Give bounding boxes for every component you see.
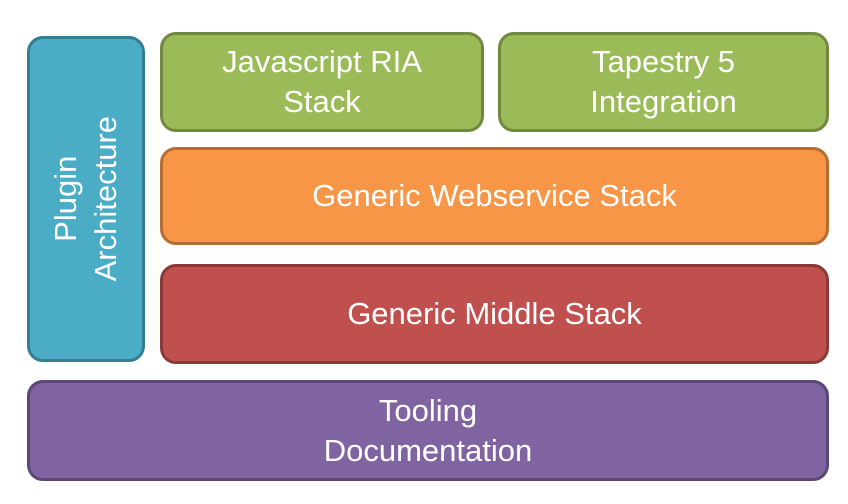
generic-webservice-stack-line-1: Generic Webservice Stack <box>312 178 677 214</box>
tooling-documentation-line-2: Documentation <box>323 432 533 468</box>
generic-middle-stack-label: Generic Middle Stack <box>347 294 642 334</box>
plugin-architecture-block: Plugin Architecture <box>27 36 145 362</box>
javascript-ria-stack-label: Javascript RIA Stack <box>222 42 422 121</box>
javascript-ria-stack-line-2: Stack <box>283 84 361 119</box>
plugin-architecture-line-1: Plugin <box>48 155 84 243</box>
javascript-ria-stack-block: Javascript RIA Stack <box>160 32 484 132</box>
tooling-documentation-line-1: Tooling <box>378 392 478 428</box>
plugin-architecture-line-2: Architecture <box>88 116 123 282</box>
javascript-ria-stack-line-1: Javascript RIA <box>222 44 422 80</box>
tooling-documentation-block: Tooling Documentation <box>27 380 829 481</box>
plugin-architecture-label: Plugin Architecture <box>46 116 125 281</box>
generic-middle-stack-block: Generic Middle Stack <box>160 264 829 364</box>
tapestry-integration-line-2: Integration <box>590 84 737 119</box>
tapestry-integration-block: Tapestry 5 Integration <box>498 32 829 132</box>
generic-webservice-stack-block: Generic Webservice Stack <box>160 147 829 245</box>
generic-middle-stack-line-1: Generic Middle Stack <box>347 296 642 332</box>
tooling-documentation-label: Tooling Documentation <box>324 391 533 470</box>
tapestry-integration-line-1: Tapestry 5 <box>591 44 735 80</box>
tapestry-integration-label: Tapestry 5 Integration <box>590 42 737 121</box>
generic-webservice-stack-label: Generic Webservice Stack <box>312 176 677 216</box>
